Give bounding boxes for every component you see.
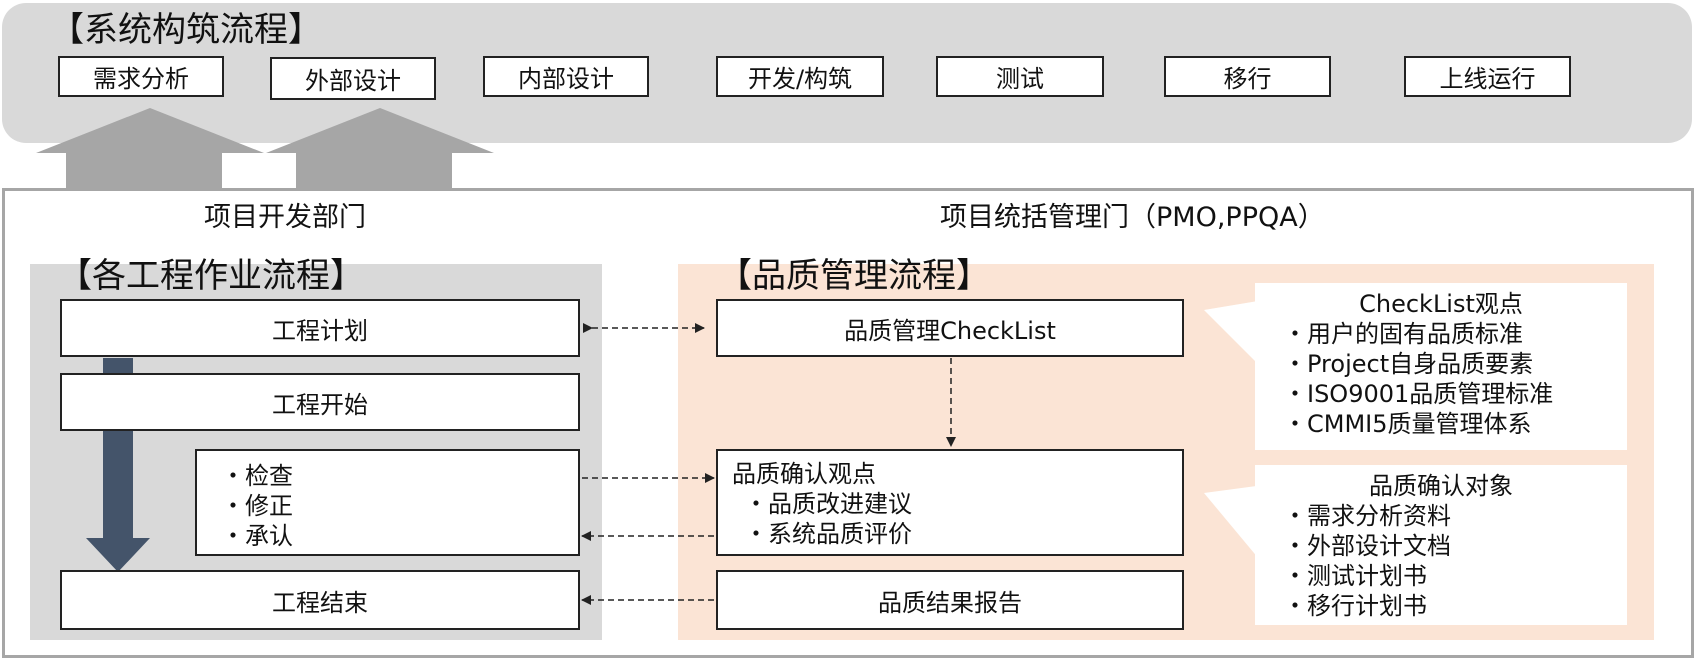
down-arrow [86, 358, 150, 572]
quality-confirm-item: ・品质改进建议 [744, 490, 912, 518]
stage-external-design: 外部设计 [270, 57, 436, 100]
confirmation-target-callout: 品质确认对象 ・需求分析资料 ・外部设计文档 ・测试计划书 ・移行计划书 [1255, 465, 1627, 625]
confirmation-target-item: ・测试计划书 [1283, 562, 1427, 590]
review-step: ・承认 [221, 522, 293, 550]
pmo-department-label: 项目统括管理门（PMO,PPQA） [940, 202, 1325, 233]
confirmation-target-item: ・移行计划书 [1283, 592, 1427, 620]
confirmation-target-item: ・外部设计文档 [1283, 532, 1451, 560]
target-callout-pointer [1204, 485, 1264, 565]
stage-go-live: 上线运行 [1404, 56, 1571, 97]
process-flow-title: 【各工程作业流程】 [58, 256, 364, 296]
quality-confirm-box: 品质确认观点 ・品质改进建议 ・系统品质评价 [716, 449, 1184, 556]
system-build-flow-title: 【系统构筑流程】 [50, 10, 322, 50]
stage-testing: 测试 [936, 56, 1104, 97]
up-arrow-left [36, 108, 264, 188]
quality-checklist-box: 品质管理CheckList [716, 299, 1184, 357]
confirmation-target-title: 品质确认对象 [1369, 472, 1513, 500]
checklist-viewpoint-item: ・用户的固有品质标准 [1283, 320, 1523, 348]
review-step: ・检查 [221, 462, 293, 490]
stage-requirements-analysis: 需求分析 [58, 56, 224, 97]
stage-development: 开发/构筑 [716, 56, 884, 97]
checklist-callout-pointer [1204, 300, 1264, 370]
process-plan-box: 工程计划 [60, 299, 580, 357]
review-steps-box: ・检查 ・修正 ・承认 [195, 449, 580, 556]
quality-confirm-item: ・系统品质评价 [744, 520, 912, 548]
stage-internal-design: 内部设计 [483, 56, 649, 97]
quality-report-box: 品质结果报告 [716, 570, 1184, 630]
process-start-box: 工程开始 [60, 373, 580, 431]
review-step: ・修正 [221, 492, 293, 520]
quality-management-title: 【品质管理流程】 [718, 256, 990, 296]
checklist-viewpoint-title: CheckList观点 [1359, 290, 1523, 318]
checklist-viewpoint-item: ・CMMI5质量管理体系 [1283, 410, 1532, 438]
dev-department-label: 项目开发部门 [204, 202, 366, 233]
stage-migration: 移行 [1164, 56, 1331, 97]
checklist-viewpoint-item: ・ISO9001品质管理标准 [1283, 380, 1554, 408]
checklist-viewpoint-item: ・Project自身品质要素 [1283, 350, 1534, 378]
up-arrow-right [266, 108, 494, 188]
checklist-viewpoint-callout: CheckList观点 ・用户的固有品质标准 ・Project自身品质要素 ・I… [1255, 283, 1627, 450]
process-end-box: 工程结束 [60, 570, 580, 630]
confirmation-target-item: ・需求分析资料 [1283, 502, 1451, 530]
quality-confirm-title: 品质确认观点 [732, 460, 876, 488]
